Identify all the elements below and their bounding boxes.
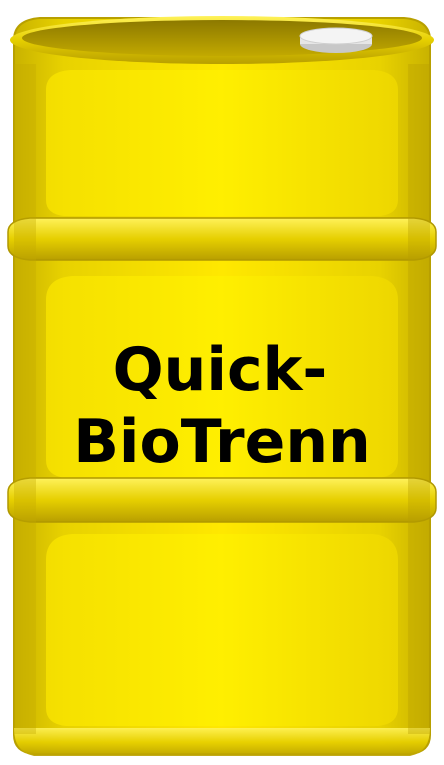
barrel-panel-middle xyxy=(46,276,398,478)
product-label: Quick- BioTrenn xyxy=(73,335,371,477)
barrel-rim-lower xyxy=(7,477,437,523)
bung-cap-icon xyxy=(299,27,373,53)
barrel-rim-upper xyxy=(7,217,437,261)
barrel-panel-top xyxy=(46,70,398,216)
barrel-shadow-right xyxy=(408,64,430,734)
barrel-panel-bottom xyxy=(46,534,398,726)
barrel-rim-bottom xyxy=(14,728,430,756)
label-line-2: BioTrenn xyxy=(73,407,371,477)
barrel-shadow-left xyxy=(14,64,36,734)
label-line-1: Quick- xyxy=(113,335,328,405)
